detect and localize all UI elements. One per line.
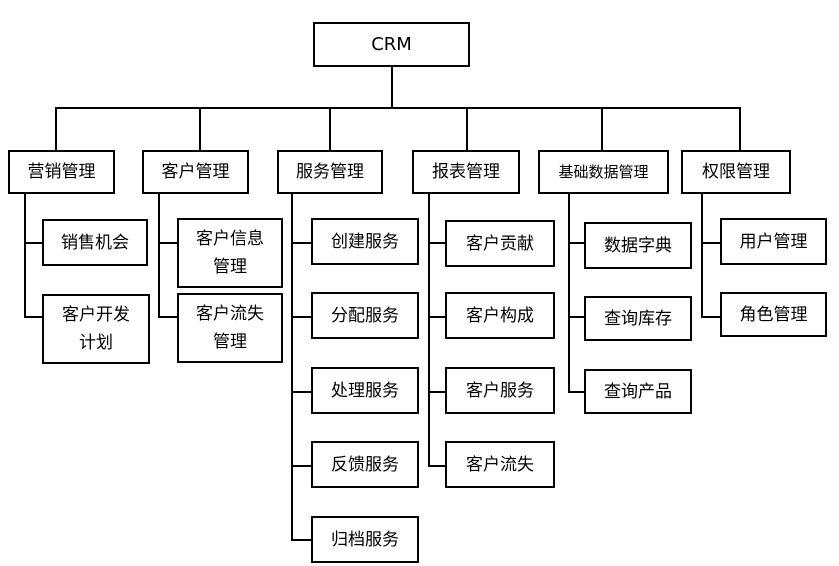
tick-4-2 xyxy=(568,391,586,393)
module-reports: 报表管理 xyxy=(412,150,520,194)
node-customer-contribution: 客户贡献 xyxy=(445,220,555,267)
drop-0 xyxy=(55,107,57,151)
tick-3-2 xyxy=(428,391,446,393)
drop-1 xyxy=(199,107,201,151)
drop-2 xyxy=(329,107,331,151)
root-node: CRM xyxy=(313,22,470,67)
tick-1-0 xyxy=(158,242,178,244)
module-base-data: 基础数据管理 xyxy=(538,150,669,194)
tick-3-0 xyxy=(428,242,446,244)
node-customer-churn-report: 客户流失 xyxy=(445,441,555,488)
tick-3-3 xyxy=(428,465,446,467)
tick-1-1 xyxy=(158,316,178,318)
branch-4 xyxy=(568,193,570,391)
node-handle-service: 处理服务 xyxy=(311,367,419,414)
node-query-products: 查询产品 xyxy=(584,369,692,414)
node-customer-info-management: 客户信息管理 xyxy=(177,218,283,288)
module-marketing: 营销管理 xyxy=(8,150,115,194)
branch-0 xyxy=(24,193,26,317)
branch-5 xyxy=(701,193,703,317)
tick-2-1 xyxy=(291,316,311,318)
node-data-dictionary: 数据字典 xyxy=(584,222,692,269)
top-bus xyxy=(55,107,740,109)
node-feedback-service: 反馈服务 xyxy=(311,441,419,488)
tick-3-1 xyxy=(428,316,446,318)
branch-2 xyxy=(291,193,293,540)
tick-4-0 xyxy=(568,242,586,244)
node-customer-churn-management: 客户流失管理 xyxy=(177,293,283,363)
tick-2-2 xyxy=(291,391,311,393)
tick-2-0 xyxy=(291,242,311,244)
node-assign-service: 分配服务 xyxy=(311,292,419,339)
node-customer-composition: 客户构成 xyxy=(445,292,555,339)
node-customer-development-plan: 客户开发计划 xyxy=(42,294,150,364)
drop-3 xyxy=(466,107,468,151)
tick-0-0 xyxy=(24,242,42,244)
node-create-service: 创建服务 xyxy=(311,218,419,265)
node-query-inventory: 查询库存 xyxy=(584,296,692,341)
branch-1 xyxy=(158,193,160,317)
node-role-management: 角色管理 xyxy=(720,292,827,337)
node-sales-opportunity: 销售机会 xyxy=(42,219,148,266)
node-user-management: 用户管理 xyxy=(720,218,827,265)
tick-5-1 xyxy=(701,316,721,318)
drop-4 xyxy=(601,107,603,151)
branch-3 xyxy=(428,193,430,465)
tick-2-4 xyxy=(291,539,311,541)
module-permissions: 权限管理 xyxy=(681,150,791,194)
node-customer-service-report: 客户服务 xyxy=(445,367,555,414)
drop-5 xyxy=(739,107,741,151)
tick-4-1 xyxy=(568,316,586,318)
module-service: 服务管理 xyxy=(277,150,383,194)
node-archive-service: 归档服务 xyxy=(311,516,419,563)
module-customer: 客户管理 xyxy=(142,150,249,194)
tick-5-0 xyxy=(701,242,721,244)
root-stem xyxy=(391,66,393,108)
tick-0-1 xyxy=(24,316,42,318)
tick-2-3 xyxy=(291,465,311,467)
